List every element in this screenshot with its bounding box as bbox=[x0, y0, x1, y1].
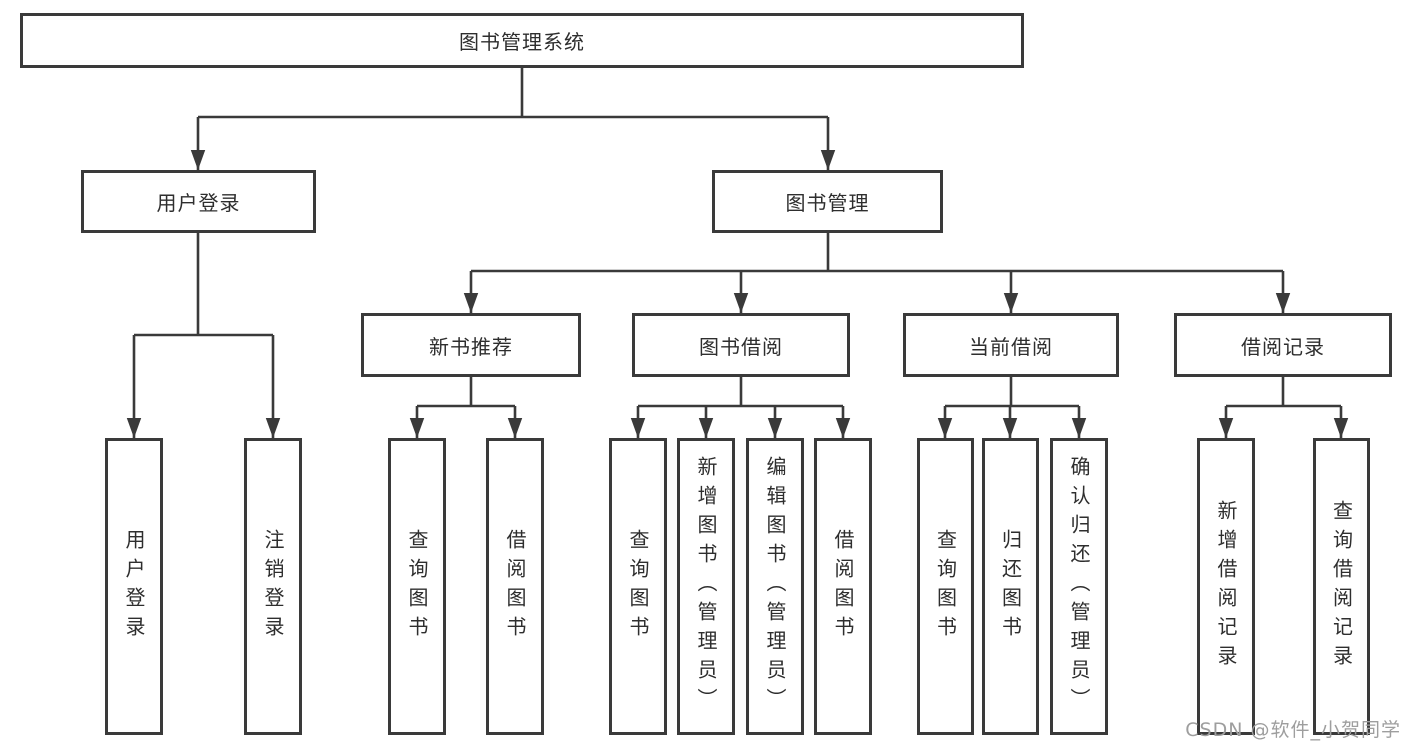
leaf-edit-book-admin: 编辑图书（管理员） bbox=[746, 438, 804, 735]
leaf-confirm-return-admin: 确认归还（管理员） bbox=[1050, 438, 1108, 735]
leaf-query-borrow-record: 查询借阅记录 bbox=[1313, 438, 1370, 735]
connector-records-split bbox=[1226, 377, 1341, 408]
leaf-return-book: 归还图书 bbox=[982, 438, 1039, 735]
node-book-borrow: 图书借阅 bbox=[632, 313, 850, 377]
leaf-borrow-books-2: 借阅图书 bbox=[814, 438, 872, 735]
connector-currentborrow-split bbox=[945, 377, 1079, 408]
leaf-query-books-2: 查询图书 bbox=[609, 438, 667, 735]
node-user-login: 用户登录 bbox=[81, 170, 316, 233]
leaf-logout: 注销登录 bbox=[244, 438, 302, 735]
leaf-borrow-books-1: 借阅图书 bbox=[486, 438, 544, 735]
node-borrow-records: 借阅记录 bbox=[1174, 313, 1392, 377]
leaf-query-books-1: 查询图书 bbox=[388, 438, 446, 735]
node-book-management: 图书管理 bbox=[712, 170, 943, 233]
connector-root-split bbox=[198, 68, 828, 119]
leaf-add-book-admin: 新增图书（管理员） bbox=[677, 438, 735, 735]
leaf-query-books-3: 查询图书 bbox=[917, 438, 974, 735]
connector-newbook-split bbox=[417, 377, 515, 408]
node-root-system: 图书管理系统 bbox=[20, 13, 1024, 68]
connector-userlogin-split bbox=[134, 233, 273, 337]
connector-bookmgmt-split bbox=[471, 233, 1283, 273]
leaf-user-login: 用户登录 bbox=[105, 438, 163, 735]
node-current-borrow: 当前借阅 bbox=[903, 313, 1119, 377]
leaf-add-borrow-record: 新增借阅记录 bbox=[1197, 438, 1255, 735]
node-new-book-recommend: 新书推荐 bbox=[361, 313, 581, 377]
connector-bookborrow-split bbox=[638, 377, 843, 408]
watermark: CSDN @软件_小贺同学 bbox=[1185, 719, 1401, 741]
